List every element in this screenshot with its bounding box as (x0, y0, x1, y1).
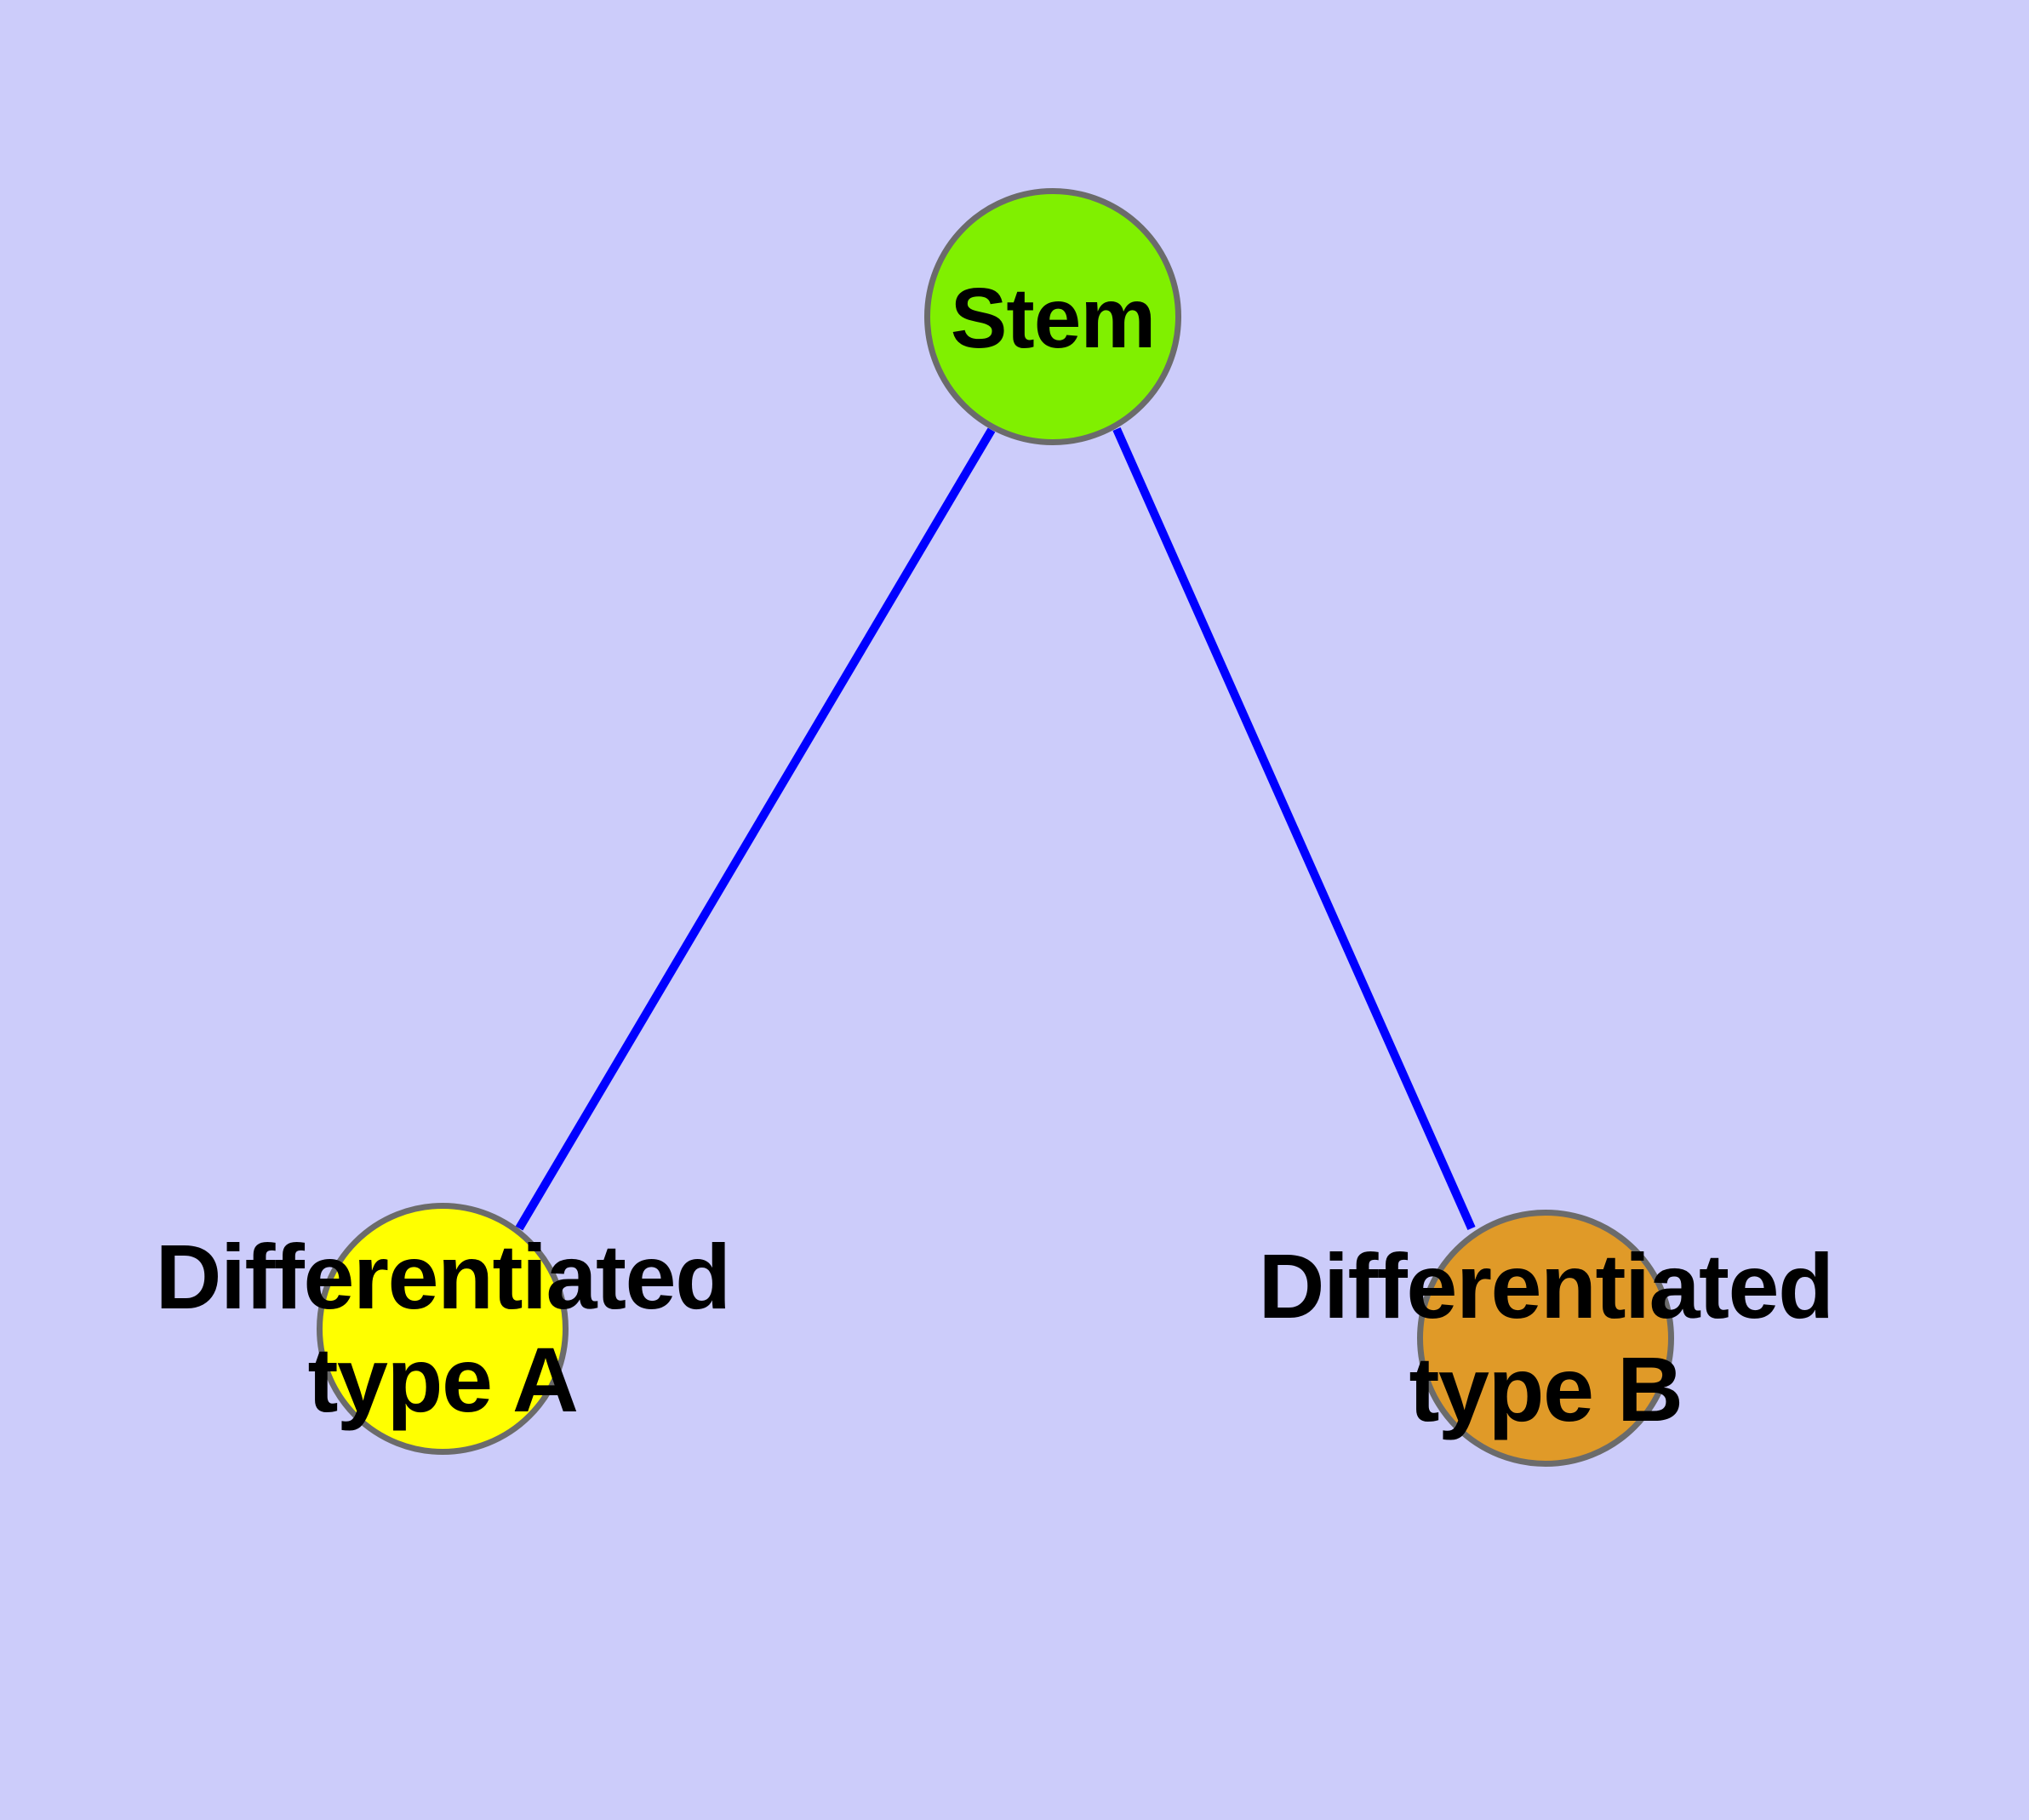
node-layer (317, 188, 1674, 1467)
edge-stem-to-differentiated-a[interactable] (515, 427, 996, 1231)
edge-layer (515, 426, 1476, 1231)
node-differentiated-type-a[interactable] (317, 1203, 569, 1455)
node-differentiated-type-b[interactable] (1417, 1210, 1674, 1467)
node-stem[interactable] (924, 188, 1181, 445)
edge-stem-to-differentiated-b[interactable] (1112, 426, 1476, 1231)
